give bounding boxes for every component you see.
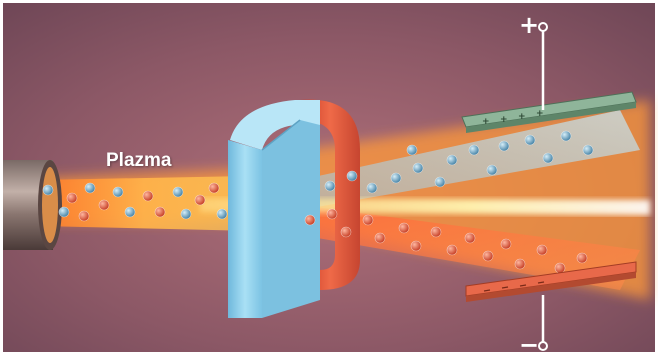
cylindrical-plasma-source	[3, 160, 62, 250]
svg-text:+: +	[482, 117, 490, 127]
svg-text:+: +	[536, 109, 544, 119]
plasma-label: Plazma	[106, 150, 171, 172]
svg-text:+: +	[518, 112, 526, 122]
horseshoe-magnet	[228, 100, 360, 318]
magnet-blue-pole	[228, 140, 262, 318]
svg-text:+: +	[500, 115, 508, 125]
negative-terminal-label: −	[519, 333, 539, 357]
positive-terminal-label: +	[519, 13, 539, 37]
